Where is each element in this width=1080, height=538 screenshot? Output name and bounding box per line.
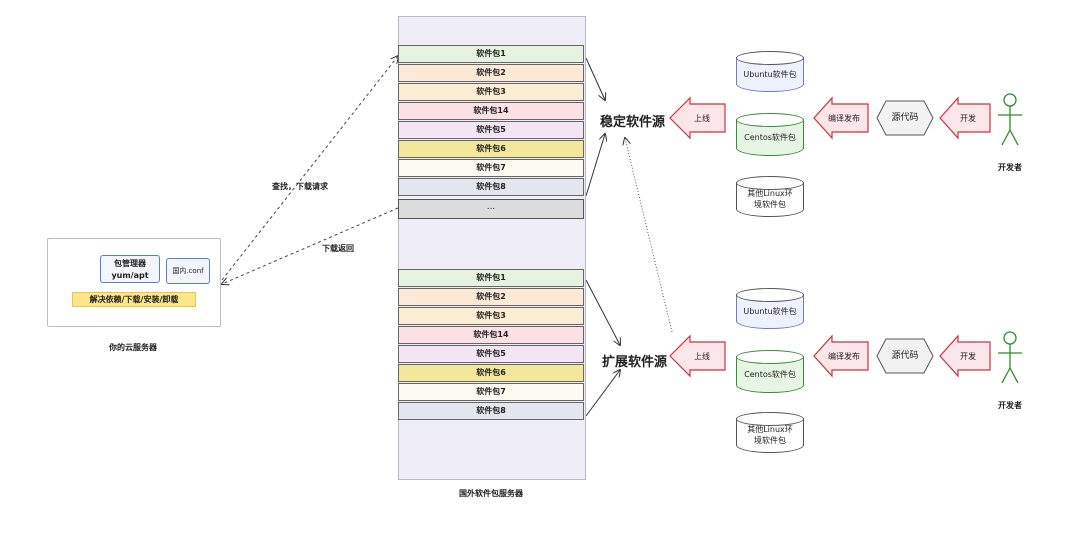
top-repo-from-stable-line: [585, 134, 605, 197]
package-manager-box: 包管理器 yum/apt: [100, 255, 160, 283]
top-package-row: 软件包7: [398, 159, 584, 177]
develop-arrow-stable: [939, 96, 991, 140]
top-package-row: 软件包6: [398, 140, 584, 158]
config-box: 国内.conf: [166, 258, 210, 284]
package-manager-label: 包管理器: [114, 259, 146, 268]
extended-other-db-label: 其他Linux环境软件包: [747, 425, 793, 445]
extended-ubuntu-db-label: Ubuntu软件包: [743, 306, 797, 316]
compile-arrow-ext: [813, 334, 869, 378]
stable-compile-label: 编译发布: [828, 114, 860, 123]
bottom-package-row: 软件包2: [398, 288, 584, 306]
developer-figure-stable: [998, 93, 1022, 146]
top-repo-to-stable-line: [585, 57, 605, 100]
extended-compile-label: 编译发布: [828, 352, 860, 361]
download-response-label: 下载返回: [322, 244, 354, 253]
foreign-repo-caption: 国外软件包服务器: [459, 489, 523, 498]
top-package-row: 软件包14: [398, 102, 584, 120]
stable-other-db-label: 其他Linux环境软件包: [747, 189, 793, 209]
ext-to-stable-dotted-line: [625, 138, 673, 333]
stable-online-label: 上线: [694, 114, 710, 123]
cloud-server-caption: 你的云服务器: [109, 343, 157, 352]
stable-source-code-label: 源代码: [891, 113, 919, 123]
bottom-package-row: 软件包8: [398, 402, 584, 420]
package-list-ellipsis: ...: [398, 199, 584, 219]
top-package-row: 软件包1: [398, 45, 584, 63]
top-package-row: 软件包2: [398, 64, 584, 82]
top-package-row: 软件包3: [398, 83, 584, 101]
compile-arrow-stable: [813, 96, 869, 140]
bottom-package-row: 软件包5: [398, 345, 584, 363]
response-line: [222, 207, 399, 284]
extended-online-label: 上线: [694, 352, 710, 361]
stable-source-code-node: 源代码: [876, 100, 934, 136]
bottom-package-row: 软件包6: [398, 364, 584, 382]
extended-source-code-label: 源代码: [891, 351, 919, 361]
top-package-row: 软件包5: [398, 121, 584, 139]
extended-source-code-node: 源代码: [876, 338, 934, 374]
online-arrow-ext: [669, 334, 726, 378]
package-manager-sub-label: yum/apt: [111, 271, 149, 280]
bottom-package-row: 软件包1: [398, 269, 584, 287]
bottom-package-row: 软件包3: [398, 307, 584, 325]
bottom-package-row: 软件包14: [398, 326, 584, 344]
bottom-repo-to-ext-line: [585, 279, 620, 345]
develop-arrow-ext: [939, 334, 991, 378]
bottom-repo-from-ext-line: [585, 370, 620, 417]
query-request-label: 查找，下载请求: [272, 182, 328, 191]
extended-developer-label: 开发者: [998, 401, 1022, 410]
top-package-row: 软件包8: [398, 178, 584, 196]
online-arrow-stable: [669, 96, 726, 140]
stable-centos-db-label: Centos软件包: [744, 132, 796, 142]
bottom-package-row: 软件包7: [398, 383, 584, 401]
features-bar: 解决依赖/下载/安装/卸载: [72, 292, 196, 307]
stable-develop-label: 开发: [960, 114, 976, 123]
extended-develop-label: 开发: [960, 352, 976, 361]
developer-figure-ext: [998, 331, 1022, 384]
stable-ubuntu-db-label: Ubuntu软件包: [743, 69, 797, 79]
extended-source-label: 扩展软件源: [602, 355, 668, 370]
stable-developer-label: 开发者: [998, 163, 1022, 172]
stable-source-label: 稳定软件源: [600, 115, 666, 130]
extended-centos-db-label: Centos软件包: [744, 369, 796, 379]
